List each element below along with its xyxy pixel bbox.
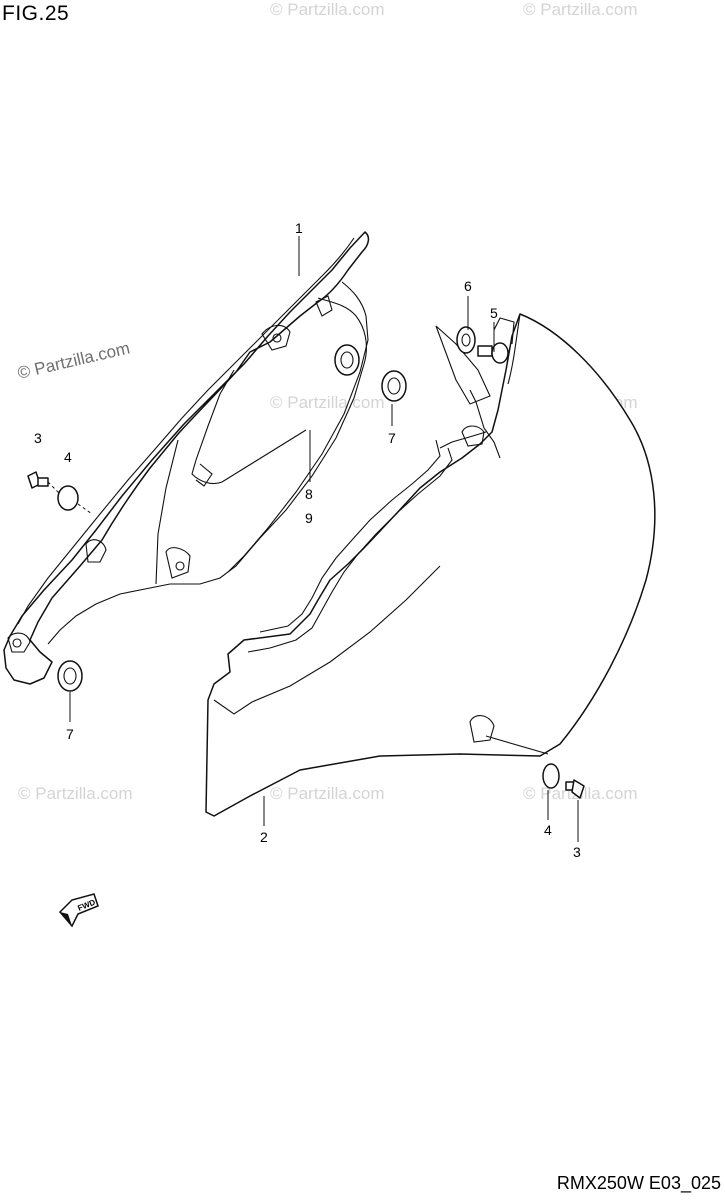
forward-arrow-icon <box>58 893 99 928</box>
grommet <box>381 370 407 402</box>
callout-4: 4 <box>544 822 552 838</box>
callout-4: 4 <box>64 449 72 465</box>
bracket-edge <box>435 325 491 405</box>
diagram-code: RMX250W E03_025 <box>556 1173 721 1193</box>
watermark: © Partzilla.com <box>270 0 385 19</box>
grommet <box>334 344 360 376</box>
grommet <box>456 326 476 354</box>
callout-2: 2 <box>260 829 268 845</box>
frame-cover-left <box>3 231 370 685</box>
grommet <box>57 660 83 692</box>
callout-1: 1 <box>295 220 303 236</box>
watermark: © Partzilla.com <box>523 0 638 19</box>
watermark: © Partzilla.com <box>270 784 385 803</box>
bolt <box>477 342 509 364</box>
washer <box>57 485 79 511</box>
callout-7: 7 <box>66 726 74 742</box>
callout-6: 6 <box>464 278 472 294</box>
callout-7: 7 <box>388 430 396 446</box>
callout-5: 5 <box>490 305 498 321</box>
washer <box>542 763 560 789</box>
watermark: © Partzilla.com <box>270 393 385 412</box>
screw <box>27 471 49 489</box>
side-cover-right <box>205 313 656 817</box>
figure-title: FIG.25 <box>2 2 70 25</box>
callout-9: 9 <box>305 510 313 526</box>
callout-3: 3 <box>34 430 42 446</box>
callout-8: 8 <box>305 486 313 502</box>
watermark: © Partzilla.com <box>18 784 133 803</box>
screw <box>565 779 585 799</box>
callout-3: 3 <box>573 844 581 860</box>
